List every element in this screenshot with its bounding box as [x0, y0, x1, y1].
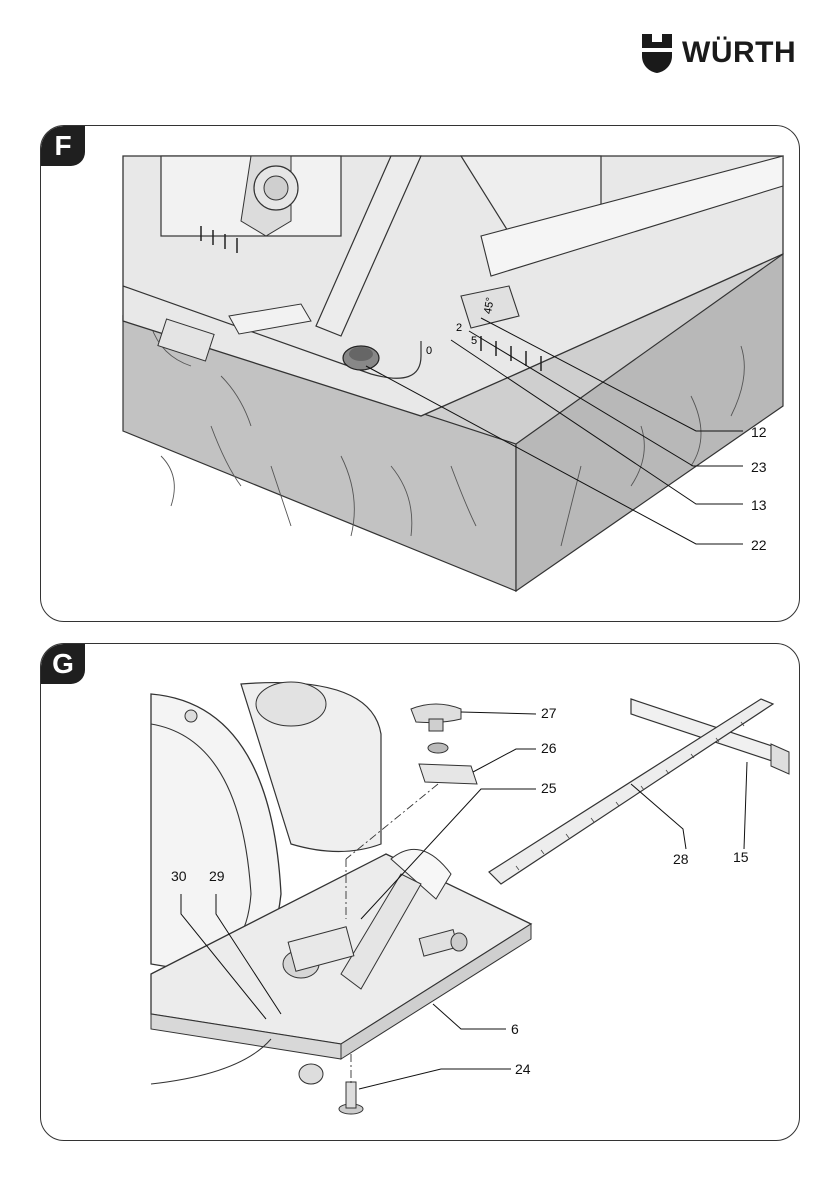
figure-f-panel: F 45°: [40, 125, 800, 622]
scale-2-mark: 2: [456, 322, 462, 334]
figure-g-illustration: [41, 644, 799, 1140]
scale-5-mark: 5: [471, 335, 477, 347]
callout-26: 26: [541, 740, 557, 756]
callout-30: 30: [171, 868, 187, 884]
callout-23: 23: [751, 459, 767, 475]
figure-g-panel: G: [40, 643, 800, 1141]
wurth-logo: WÜRTH: [640, 32, 802, 74]
callout-29: 29: [209, 868, 225, 884]
callout-13: 13: [751, 497, 767, 513]
callout-22: 22: [751, 537, 767, 553]
callout-27: 27: [541, 705, 557, 721]
scale-0-mark: 0: [426, 345, 432, 357]
logo-wordmark: WÜRTH: [682, 36, 796, 70]
callout-24: 24: [515, 1061, 531, 1077]
callout-12: 12: [751, 424, 767, 440]
callout-15: 15: [733, 849, 749, 865]
callout-6: 6: [511, 1021, 519, 1037]
figure-f-illustration: 45° 0 2 5: [41, 126, 799, 621]
wurth-emblem-icon: [640, 32, 674, 74]
callout-25: 25: [541, 780, 557, 796]
callout-28: 28: [673, 851, 689, 867]
